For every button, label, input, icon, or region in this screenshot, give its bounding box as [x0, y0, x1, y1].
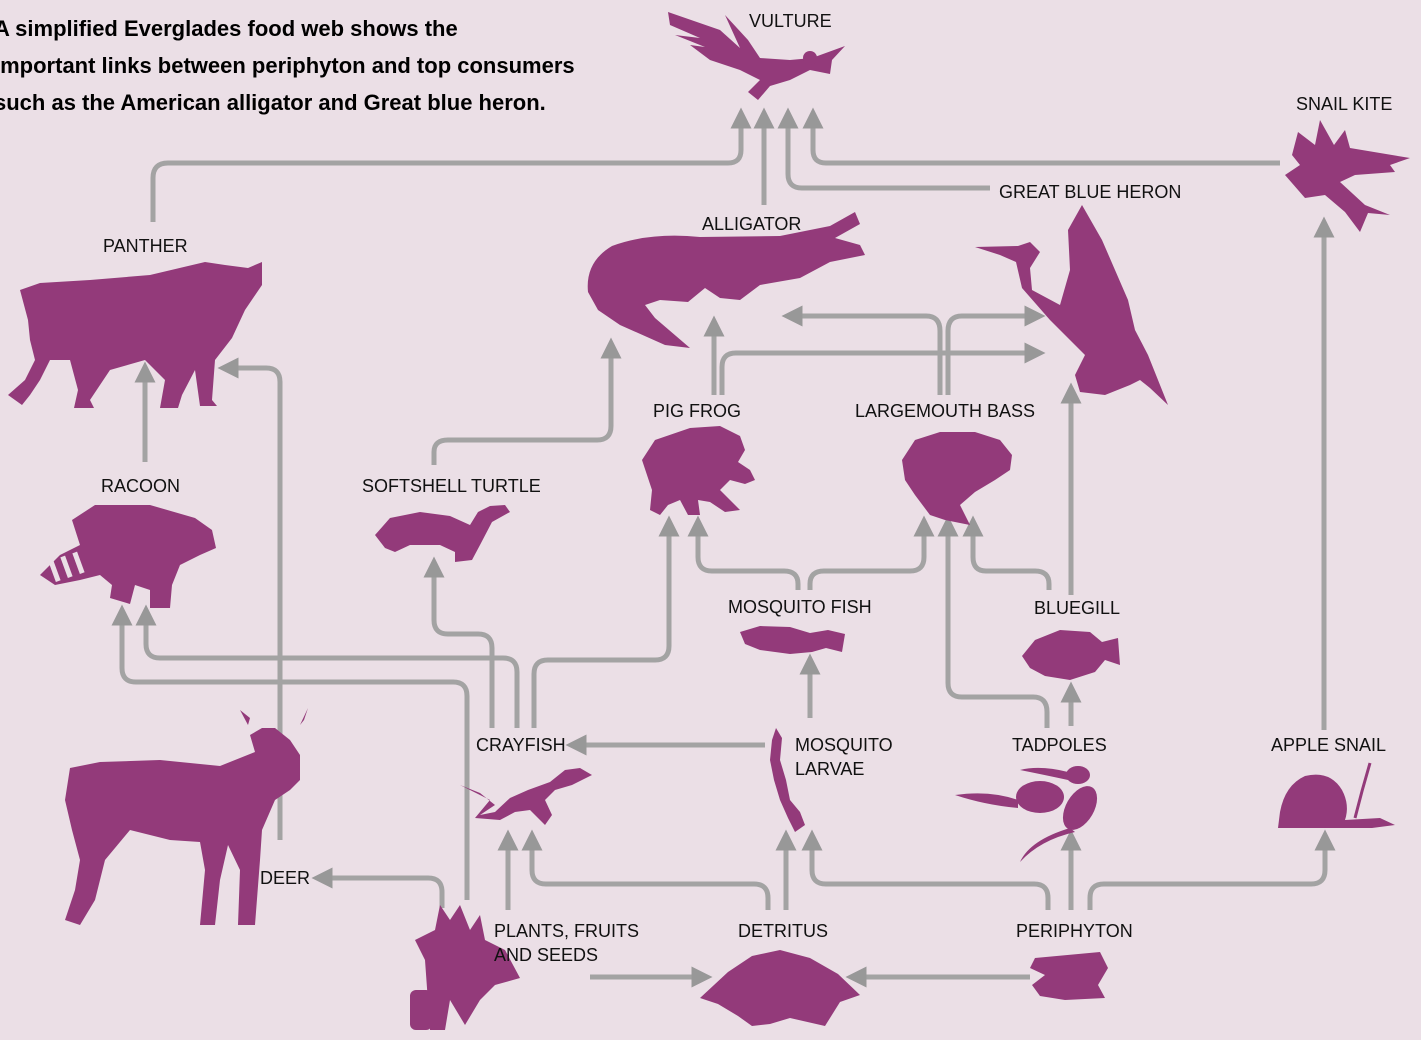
label-plants-fruits-seeds: PLANTS, FRUITS AND SEEDS — [494, 919, 654, 967]
racoon-icon — [40, 505, 216, 608]
label-alligator: ALLIGATOR — [702, 212, 801, 236]
label-vulture: VULTURE — [749, 9, 832, 33]
label-tadpoles: TADPOLES — [1012, 733, 1107, 757]
arrow-panther-to-vulture — [153, 118, 741, 222]
arrow-crayfish-to-turtle — [434, 567, 492, 728]
label-mosquito-larvae: MOSQUITO LARVAE — [795, 733, 910, 781]
softshell-turtle-icon — [375, 505, 510, 562]
detritus-icon — [700, 950, 860, 1026]
label-mosquito-fish: MOSQUITO FISH — [728, 595, 872, 619]
arrow-tadpoles-to-bass — [948, 526, 1047, 728]
label-softshell-turtle: SOFTSHELL TURTLE — [362, 474, 541, 498]
label-bluegill: BLUEGILL — [1034, 596, 1120, 620]
pig-frog-icon — [642, 426, 755, 515]
arrow-detritus-to-crayfish — [532, 840, 768, 910]
arrow-bluegill-to-bass — [973, 526, 1049, 590]
label-panther: PANTHER — [103, 234, 188, 258]
label-periphyton: PERIPHYTON — [1016, 919, 1133, 943]
tadpoles-icon — [955, 766, 1104, 862]
mosquito-fish-icon — [740, 626, 845, 654]
label-great-blue-heron: GREAT BLUE HERON — [999, 180, 1181, 204]
label-apple-snail: APPLE SNAIL — [1271, 733, 1386, 757]
crayfish-icon — [460, 768, 592, 825]
arrow-crayfish-to-pigfrog — [534, 526, 669, 728]
periphyton-icon — [1030, 952, 1108, 1000]
arrow-periphyton-to-applesnail — [1090, 840, 1325, 910]
arrow-mosquitofish-to-bass — [810, 526, 924, 590]
arrow-plants-to-deer — [322, 878, 442, 908]
arrow-periphyton-to-larvae — [812, 840, 1048, 910]
snail-kite-icon — [1285, 120, 1410, 232]
arrow-heron-to-vulture — [788, 118, 990, 188]
label-detritus: DETRITUS — [738, 919, 828, 943]
label-largemouth-bass: LARGEMOUTH BASS — [855, 399, 1035, 423]
largemouth-bass-icon — [902, 432, 1012, 525]
label-crayfish: CRAYFISH — [476, 733, 566, 757]
arrow-pigfrog-to-heron — [722, 353, 1035, 395]
great-blue-heron-icon — [975, 205, 1168, 405]
label-deer: DEER — [260, 866, 310, 890]
deer-icon — [65, 708, 308, 925]
label-snail-kite: SNAIL KITE — [1296, 92, 1392, 116]
arrow-turtle-to-alligator — [434, 348, 611, 465]
apple-snail-icon — [1278, 763, 1395, 828]
label-pig-frog: PIG FROG — [653, 399, 741, 423]
arrow-mosquitofish-to-pigfrog — [698, 526, 798, 590]
bluegill-icon — [1022, 630, 1120, 680]
arrow-snailkite-to-vulture — [813, 118, 1280, 163]
label-racoon: RACOON — [101, 474, 180, 498]
panther-icon — [8, 262, 262, 408]
